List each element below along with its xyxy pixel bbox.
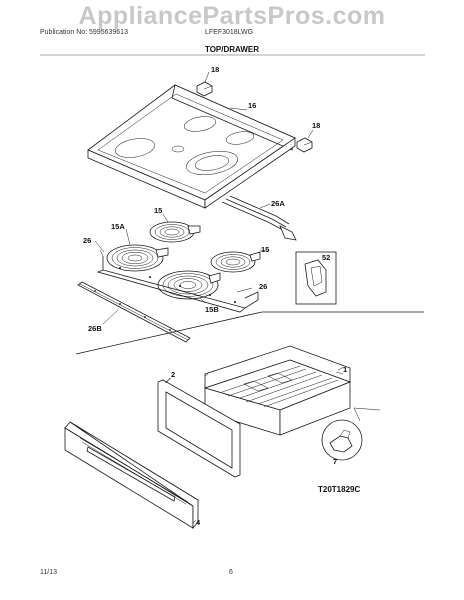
callout-15A: 15A [111,222,125,231]
trim-strip-part-26B [77,281,191,343]
callout-18-left: 18 [211,65,219,74]
callout-18-right: 18 [312,121,320,130]
bracket-part-18-right [296,129,314,153]
callout-26A: 26A [271,199,285,208]
publication-number: Publication No: 5995639613 [40,29,128,36]
leader-26-left [94,240,105,253]
callout-26-right: 26 [259,282,267,291]
watermark: AppliancePartsPros.com [78,2,386,30]
section-separator [75,311,424,355]
callout-1: 1 [343,365,347,374]
drawer-front-part-4 [64,421,199,530]
cooktop-part-16 [87,84,296,209]
model-number: LFEF3018LWG [205,29,254,36]
leader-15A [125,228,131,246]
bracket-part-18-left [196,71,213,97]
callout-15-right: 15 [261,245,269,254]
inset-part-7 [321,407,363,461]
drawer-frame-part-2 [157,377,241,478]
callout-26-left: 26 [83,236,91,245]
surface-element-15A [106,244,169,272]
diagram-id: T20T1829C [318,485,360,494]
drawer-part-1 [203,345,381,436]
callout-26B: 26B [88,324,102,333]
callout-2: 2 [171,370,175,379]
leader-2 [165,377,172,384]
callout-52: 52 [322,253,330,262]
leader-15B [199,297,206,304]
surface-element-15-top [149,213,201,243]
callout-16: 16 [248,101,256,110]
leader-1 [335,371,344,375]
footer-date: 11/13 [40,569,57,576]
section-title: TOP/DRAWER [204,45,260,54]
inset-part-52 [295,251,337,305]
element-support-part-26 [96,249,259,313]
wire-harness-part-26A [221,195,297,241]
callout-15-top: 15 [154,206,162,215]
footer-page-number: 6 [229,569,233,576]
surface-element-15B [157,270,221,300]
callout-4: 4 [196,518,201,527]
callout-7: 7 [333,457,337,466]
leader-16 [229,107,248,111]
surface-element-15-right [210,249,269,273]
callout-15B: 15B [205,305,219,314]
